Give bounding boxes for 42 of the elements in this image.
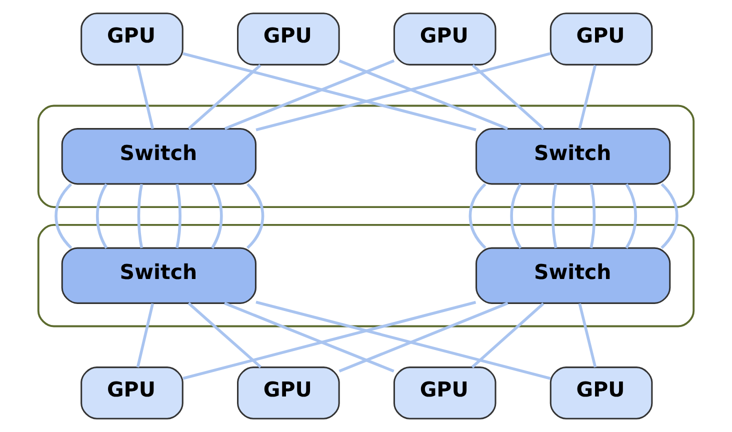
connector	[256, 300, 551, 380]
connector	[660, 183, 678, 249]
connector	[551, 184, 558, 248]
connector	[510, 183, 522, 249]
connector	[176, 184, 182, 248]
connector	[256, 52, 551, 132]
node-box: GPU	[393, 366, 496, 420]
node-box: GPU	[80, 366, 184, 420]
cluster	[37, 104, 695, 208]
node-box: Switch	[476, 247, 671, 304]
connector	[338, 302, 508, 372]
connector	[54, 183, 72, 249]
connector	[137, 184, 144, 248]
connector	[338, 60, 508, 130]
connector	[224, 59, 395, 130]
connector	[471, 302, 544, 368]
node-box: GPU	[393, 12, 496, 66]
connector	[625, 183, 637, 249]
connector	[188, 302, 262, 368]
node-box: GPU	[237, 366, 340, 420]
connector	[468, 183, 486, 249]
node-box: GPU	[550, 366, 653, 420]
node-box: Switch	[476, 128, 671, 185]
node-box: Switch	[61, 247, 256, 304]
node-box: GPU	[550, 12, 653, 66]
connector	[578, 303, 597, 368]
connector	[210, 183, 223, 249]
node-box: GPU	[80, 12, 184, 66]
connector	[136, 64, 154, 129]
node-box: Switch	[61, 128, 256, 185]
connector	[246, 183, 264, 249]
node-box: GPU	[237, 12, 340, 66]
cluster	[37, 224, 695, 328]
connector	[590, 184, 596, 248]
connector	[188, 64, 262, 130]
connector	[472, 64, 544, 130]
connector	[182, 52, 476, 132]
connector	[96, 183, 108, 249]
connector	[578, 64, 597, 129]
connector	[136, 303, 154, 368]
connector	[224, 302, 394, 372]
connector	[182, 300, 476, 380]
